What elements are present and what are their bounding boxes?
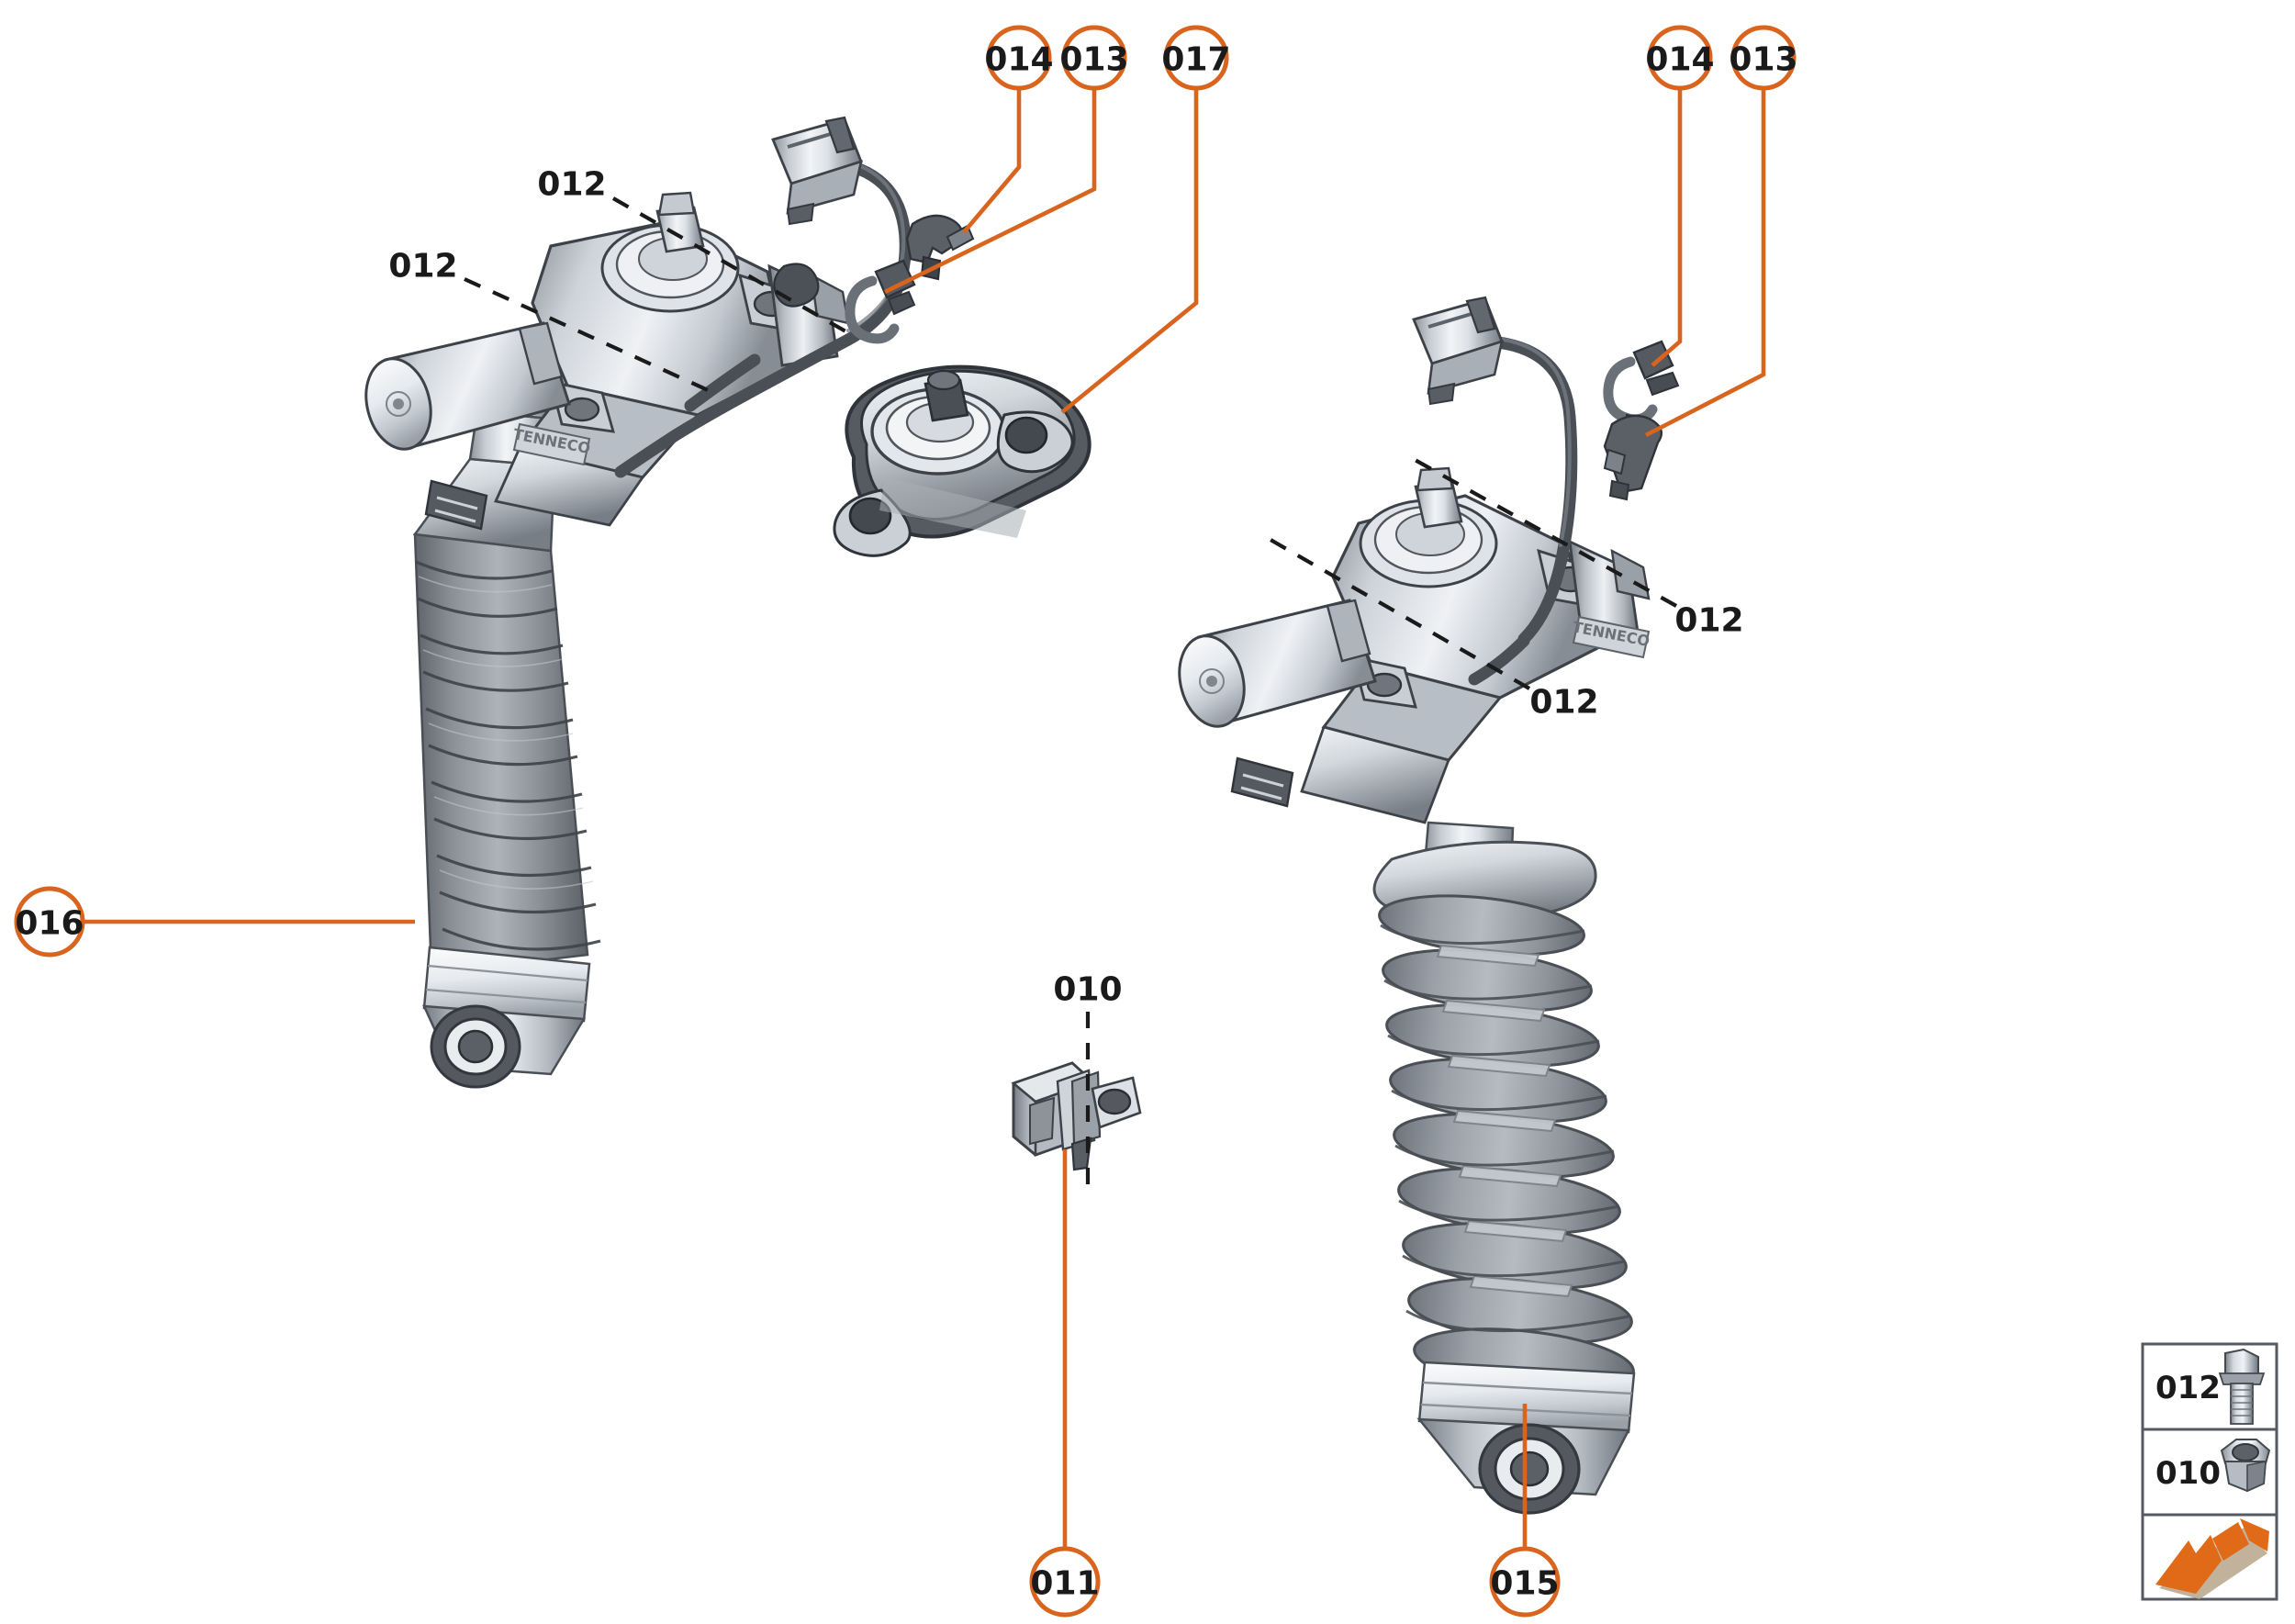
label-010: 010 xyxy=(1053,971,1122,1009)
label-012-left-upper: 012 xyxy=(537,166,606,204)
callout-label: 016 xyxy=(15,905,84,943)
hex-flange-bolt-icon xyxy=(2218,1348,2266,1425)
callout-016[interactable]: 016 xyxy=(14,886,85,958)
label-012-right-lower: 012 xyxy=(1529,684,1598,722)
wire-harness-right-highlight xyxy=(1487,336,1572,547)
shock-lower-body-left xyxy=(421,946,591,1089)
callout-014-right[interactable]: 014 xyxy=(1645,25,1715,91)
part-013-clip-left xyxy=(845,259,916,344)
part-010-bracket-clip xyxy=(1011,1061,1142,1171)
legend-row-010[interactable]: 010 xyxy=(2155,1439,2271,1493)
callout-014-left[interactable]: 014 xyxy=(984,25,1054,91)
legend-label-012: 012 xyxy=(2155,1370,2221,1406)
leader-014-left xyxy=(962,88,1022,234)
wire-harness-right xyxy=(1468,335,1578,686)
callout-label: 014 xyxy=(1645,41,1714,79)
callout-011[interactable]: 011 xyxy=(1029,1546,1101,1618)
part-014-clip-left xyxy=(905,214,975,281)
legend-row-012[interactable]: 012 xyxy=(2155,1348,2266,1425)
plain-labels-group: 012 012 012 012 010 xyxy=(388,166,1743,1009)
leader-013-left xyxy=(883,88,1097,295)
callout-label: 014 xyxy=(984,41,1053,79)
harness-connector-right xyxy=(1412,296,1504,406)
harness-connector-left xyxy=(771,116,863,226)
assembly-left-shock: TENNECO xyxy=(364,116,975,1089)
coil-spring-right xyxy=(1378,894,1635,1394)
callouts-group: 014 013 017 014 013 016 011 015 xyxy=(14,25,1798,1618)
callout-label: 011 xyxy=(1030,1565,1099,1603)
callout-017[interactable]: 017 xyxy=(1161,25,1231,91)
leader-014-right xyxy=(1651,88,1683,367)
part-017-strut-top-mount xyxy=(833,364,1092,557)
callout-015[interactable]: 015 xyxy=(1489,1546,1561,1618)
flange-nut-icon xyxy=(2220,1439,2271,1493)
leader-017 xyxy=(1060,88,1199,414)
assembly-right-shock: TENNECO xyxy=(1178,296,1680,1515)
callout-leader-lines xyxy=(83,88,1766,1549)
callout-013-left[interactable]: 013 xyxy=(1059,25,1129,91)
bellows-dust-boot-left xyxy=(413,532,601,975)
shock-actuator-housing-left: TENNECO xyxy=(364,191,850,531)
leader-012-right xyxy=(1269,455,1678,690)
callout-label: 013 xyxy=(1059,41,1128,79)
harness-body-clip-left xyxy=(773,263,820,308)
legend-label-010: 010 xyxy=(2155,1455,2221,1492)
label-012-left-lower: 012 xyxy=(388,248,457,286)
leader-012-left xyxy=(464,196,856,397)
shock-actuator-housing-right: TENNECO xyxy=(1178,466,1651,824)
label-012-right-upper: 012 xyxy=(1674,602,1743,640)
legend-row-arrow[interactable] xyxy=(2155,1518,2269,1599)
leader-013-right xyxy=(1644,88,1766,438)
callout-label: 013 xyxy=(1729,41,1797,79)
orange-direction-arrow-icon xyxy=(2155,1518,2269,1599)
legend-box: 012 010 xyxy=(2141,1342,2278,1601)
wire-harness-left-highlight xyxy=(824,156,906,332)
part-013-clip-right xyxy=(1603,414,1663,501)
callout-label: 017 xyxy=(1161,41,1230,79)
callout-013-right[interactable]: 013 xyxy=(1729,25,1798,91)
callout-label: 015 xyxy=(1490,1565,1559,1603)
